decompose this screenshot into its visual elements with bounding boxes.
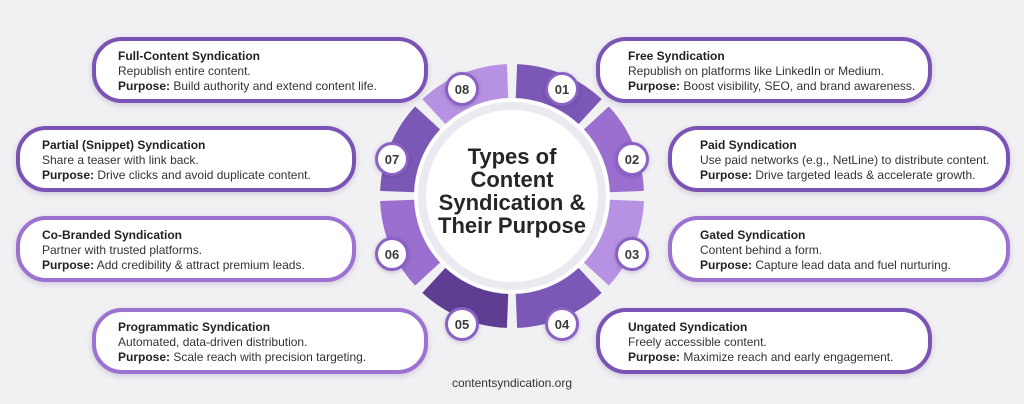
number-badge-05: 05: [445, 307, 479, 341]
purpose-label: Purpose:: [628, 350, 681, 364]
card-title: Ungated Syndication: [628, 320, 748, 334]
purpose-label: Purpose:: [42, 168, 95, 182]
card-description: Partner with trusted platforms.: [42, 243, 203, 257]
card-gated-syndication: Gated Syndication Content behind a form.…: [668, 216, 1010, 282]
card-purpose: Purpose: Capture lead data and fuel nurt…: [700, 258, 988, 273]
segment-03: [578, 199, 644, 286]
card-ungated-syndication: Ungated Syndication Freely accessible co…: [596, 308, 932, 374]
number-badge-07: 07: [375, 142, 409, 176]
center-disc: [426, 110, 598, 282]
segment-04: [515, 262, 602, 328]
number-badge-03: 03: [615, 237, 649, 271]
purpose-label: Purpose:: [118, 79, 171, 93]
purpose-label: Purpose:: [700, 168, 753, 182]
card-purpose: Purpose: Scale reach with precision targ…: [118, 350, 404, 365]
card-title: Partial (Snippet) Syndication: [42, 138, 206, 152]
card-description: Share a teaser with link back.: [42, 153, 199, 167]
purpose-text: Boost visibility, SEO, and brand awarene…: [683, 79, 916, 93]
purpose-text: Maximize reach and early engagement.: [683, 350, 894, 364]
purpose-text: Add credibility & attract premium leads.: [96, 258, 305, 272]
purpose-text: Drive targeted leads & accelerate growth…: [755, 168, 976, 182]
segment-05: [422, 262, 509, 328]
footer-url: contentsyndication.org: [451, 376, 573, 390]
card-purpose: Purpose: Maximize reach and early engage…: [628, 350, 910, 365]
card-purpose: Purpose: Drive clicks and avoid duplicat…: [42, 168, 332, 183]
card-co-branded-syndication: Co-Branded Syndication Partner with trus…: [16, 216, 356, 282]
number-badge-04: 04: [545, 307, 579, 341]
card-title: Co-Branded Syndication: [42, 228, 183, 242]
card-paid-syndication: Paid Syndication Use paid networks (e.g.…: [668, 126, 1010, 192]
card-description: Republish entire content.: [118, 64, 251, 78]
card-description: Use paid networks (e.g., NetLine) to dis…: [700, 153, 990, 167]
card-programmatic-syndication: Programmatic Syndication Automated, data…: [92, 308, 428, 374]
card-purpose: Purpose: Boost visibility, SEO, and bran…: [628, 79, 915, 94]
card-title: Gated Syndication: [700, 228, 806, 242]
card-partial-snippet-syndication: Partial (Snippet) Syndication Share a te…: [16, 126, 356, 192]
purpose-text: Build authority and extend content life.: [173, 79, 377, 93]
card-purpose: Purpose: Build authority and extend cont…: [118, 79, 404, 94]
card-title: Full-Content Syndication: [118, 49, 260, 63]
card-description: Freely accessible content.: [628, 335, 767, 349]
card-free-syndication: Free Syndication Republish on platforms …: [596, 37, 932, 103]
purpose-text: Drive clicks and avoid duplicate content…: [97, 168, 311, 182]
wheel-segments: [380, 64, 644, 328]
center-title: Types of Content Syndication & Their Pur…: [438, 144, 586, 238]
purpose-label: Purpose:: [118, 350, 171, 364]
card-description: Automated, data-driven distribution.: [118, 335, 308, 349]
segment-06: [380, 199, 446, 286]
purpose-label: Purpose:: [628, 79, 681, 93]
number-badge-08: 08: [445, 72, 479, 106]
number-badge-01: 01: [545, 72, 579, 106]
card-purpose: Purpose: Drive targeted leads & accelera…: [700, 168, 988, 183]
purpose-text: Scale reach with precision targeting.: [173, 350, 367, 364]
card-description: Republish on platforms like LinkedIn or …: [628, 64, 885, 78]
number-badge-02: 02: [615, 142, 649, 176]
card-description: Content behind a form.: [700, 243, 823, 257]
card-title: Paid Syndication: [700, 138, 797, 152]
purpose-text: Capture lead data and fuel nurturing.: [755, 258, 951, 272]
number-badge-06: 06: [375, 237, 409, 271]
card-full-content-syndication: Full-Content Syndication Republish entir…: [92, 37, 428, 103]
card-title: Free Syndication: [628, 49, 725, 63]
purpose-label: Purpose:: [42, 258, 95, 272]
card-purpose: Purpose: Add credibility & attract premi…: [42, 258, 332, 273]
purpose-label: Purpose:: [700, 258, 753, 272]
card-title: Programmatic Syndication: [118, 320, 271, 334]
